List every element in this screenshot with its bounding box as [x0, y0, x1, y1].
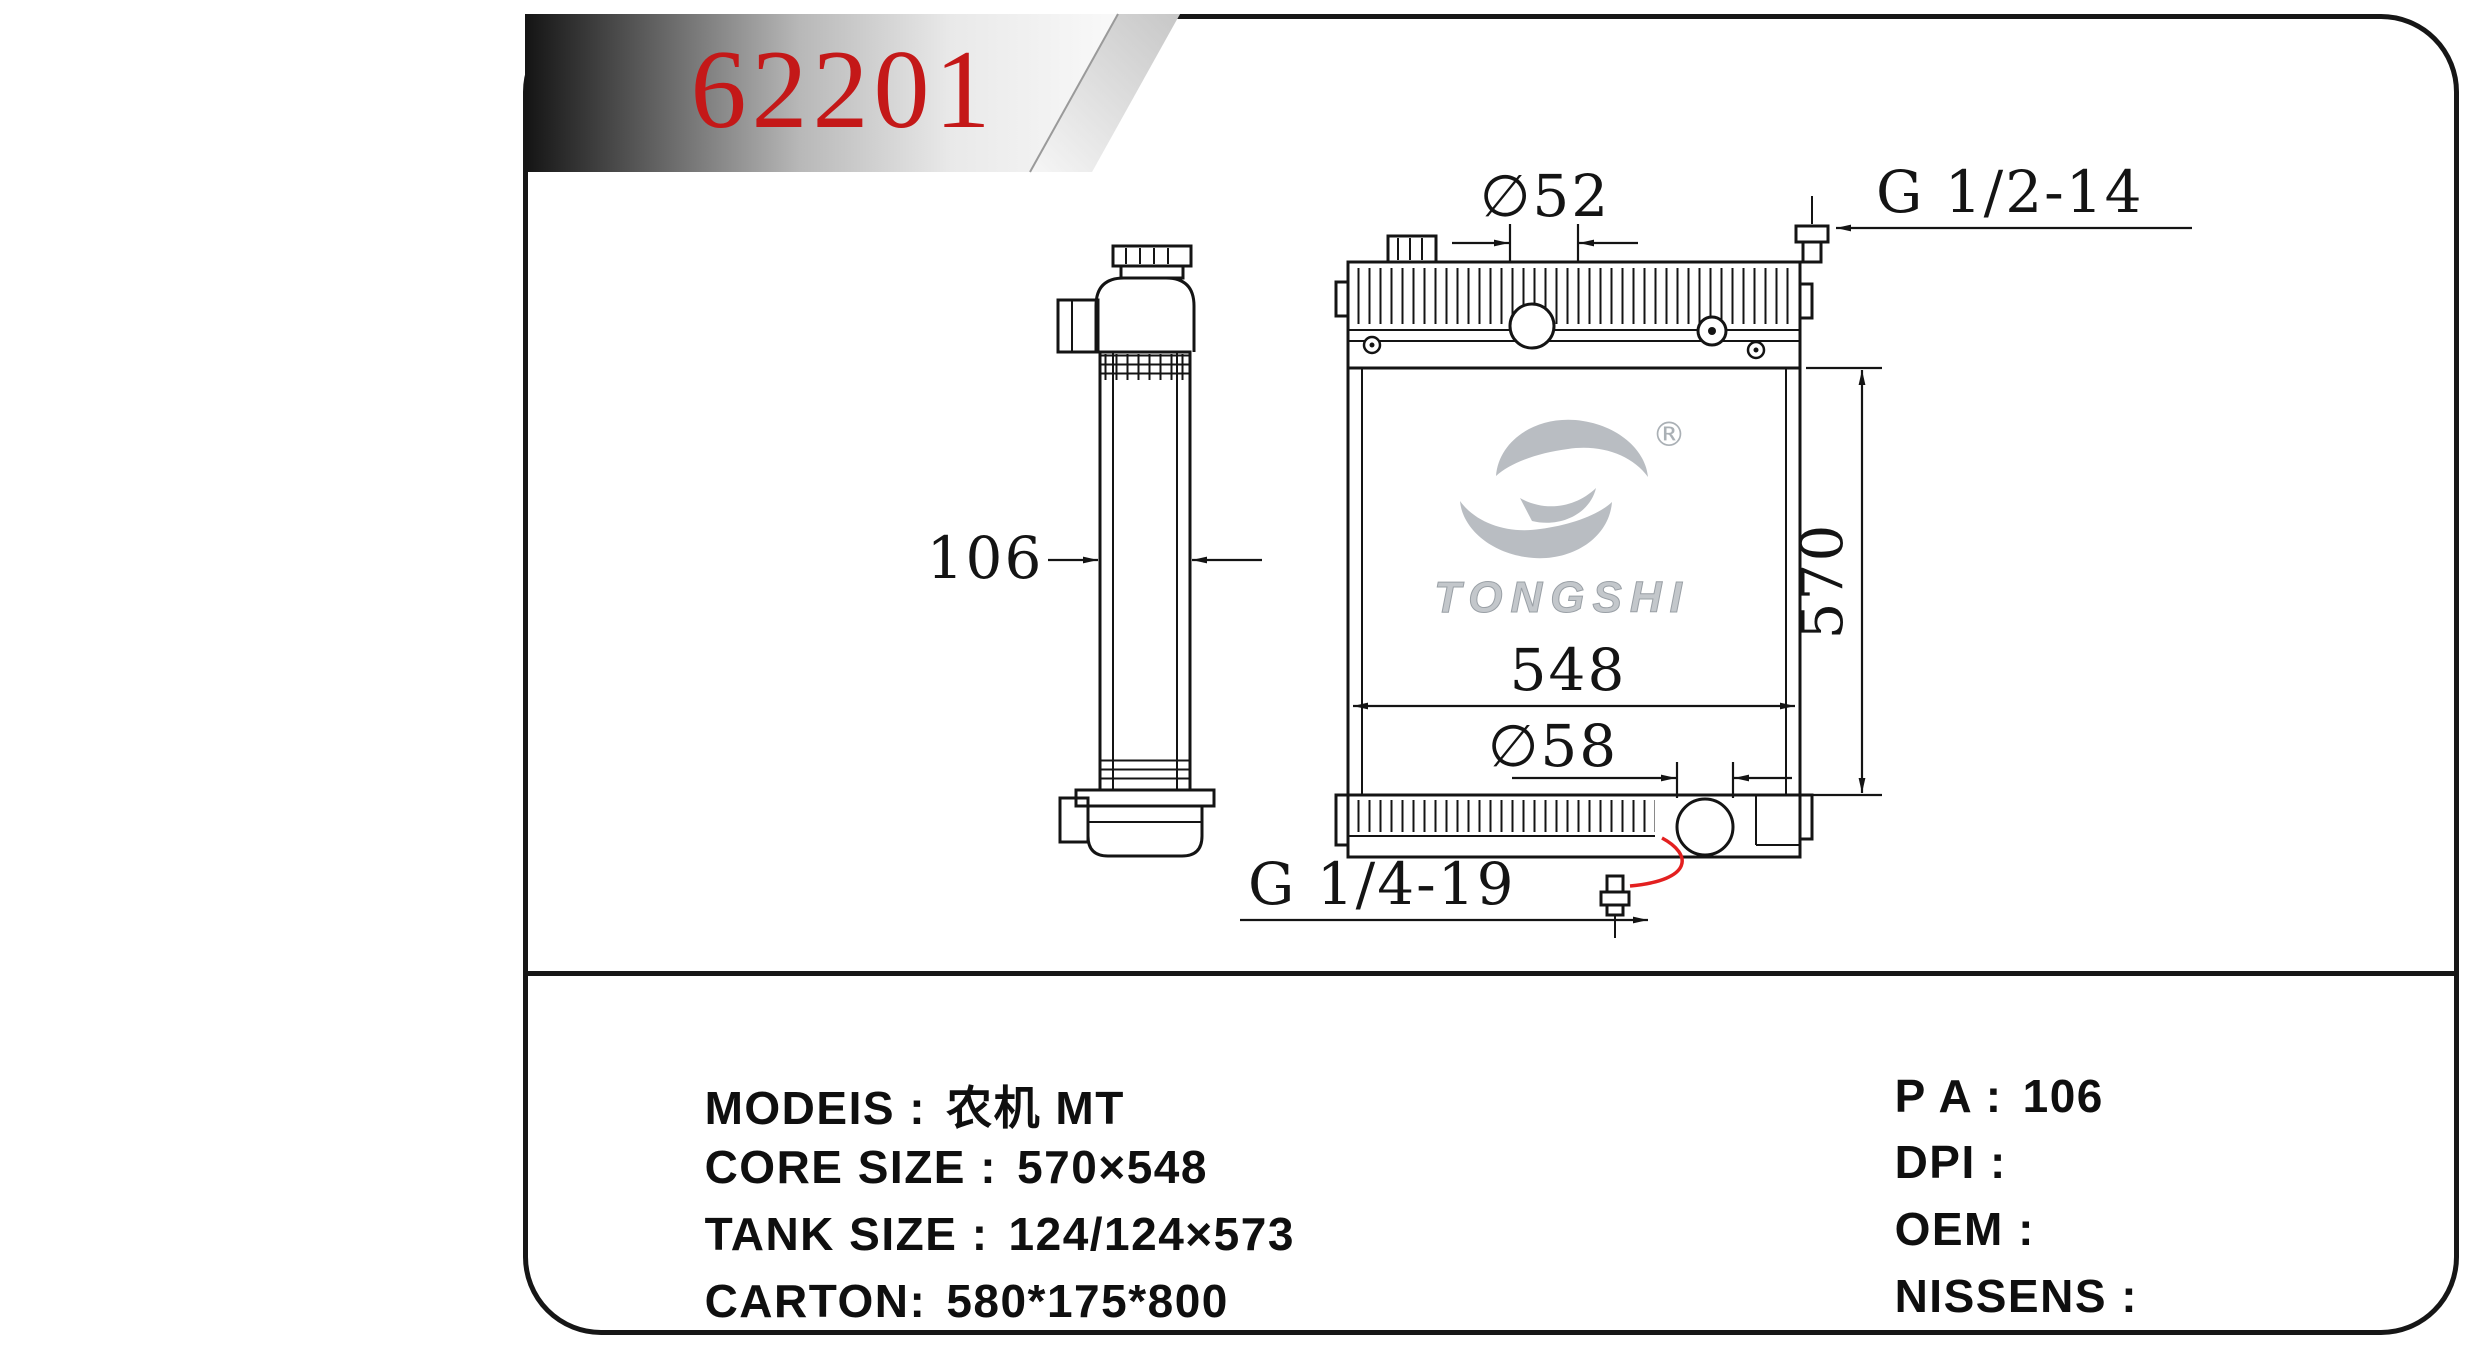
section-divider [525, 971, 2457, 976]
dim-outlet-diameter: ∅58 [1488, 712, 1618, 780]
spec-label: TANK SIZE : [704, 1208, 989, 1260]
side-top-tank [1094, 276, 1196, 352]
spec-model: MODEIS : 农机 MT [676, 1018, 1125, 1138]
spec-value: 570×548 [1017, 1141, 1208, 1193]
side-cap [1111, 244, 1193, 268]
logo-swoosh-bottom [1460, 501, 1612, 559]
spec-nissens: NISSENS : [1866, 1215, 2158, 1323]
bottom-right-tab [1798, 793, 1814, 841]
radiator-side-view [1056, 244, 1216, 858]
spec-label: CARTON: [704, 1275, 927, 1327]
spec-dpi: DPI : [1866, 1081, 2027, 1189]
part-number-banner [525, 13, 1180, 173]
dimensions: 106 ∅52 G 1/2-14 570 548 ∅58 G 1/4-19 [927, 158, 2192, 924]
spec-value: 124/124×573 [1008, 1208, 1295, 1260]
tongshi-logo: ® TONGSHI [1434, 415, 1690, 623]
spec-pa: P A : 106 [1866, 1015, 2104, 1123]
spec-oem: OEM : [1866, 1148, 2055, 1256]
logo-swoosh-top [1496, 419, 1648, 477]
side-inlet-stub [1056, 298, 1100, 354]
inlet-fitting [1794, 196, 1830, 264]
logo-swoosh-middle [1520, 488, 1596, 523]
spec-tank-size: TANK SIZE : 124/124×573 [676, 1153, 1295, 1261]
radiator-front-view [1334, 196, 1830, 938]
spec-label: DPI : [1894, 1136, 2007, 1188]
side-flange [1074, 788, 1216, 808]
spec-label: CORE SIZE : [704, 1141, 998, 1193]
dim-filler-diameter: ∅52 [1480, 162, 1610, 230]
dim-drain-thread: G 1/4-19 [1248, 850, 1516, 918]
spec-label: P A : [1894, 1070, 2003, 1122]
border-frame [523, 14, 2459, 1335]
left-tab [1334, 280, 1350, 318]
spec-core-size: CORE SIZE : 570×548 [676, 1086, 1208, 1194]
spec-label: MODEIS : [704, 1082, 927, 1134]
right-tab [1798, 282, 1814, 320]
registered-mark: ® [1652, 415, 1686, 455]
filler-cap [1386, 234, 1438, 264]
filler-neck [1508, 302, 1556, 350]
spec-carton: CARTON: 580*175*800 [676, 1220, 1229, 1328]
drain-plug [1599, 874, 1631, 938]
spec-label: NISSENS : [1894, 1270, 2139, 1322]
spec-value: 580*175*800 [946, 1275, 1229, 1327]
spec-value: 106 [2022, 1070, 2104, 1122]
drain-leader-red [1629, 836, 1684, 888]
logo-text: TONGSHI [1434, 573, 1690, 622]
outlet-port [1675, 797, 1735, 857]
spec-label: OEM : [1894, 1203, 2035, 1255]
side-bottom-tank [1086, 804, 1204, 858]
dim-core-height: 570 [1788, 523, 1856, 640]
dim-inlet-thread: G 1/2-14 [1876, 158, 2144, 226]
dim-core-width: 548 [1510, 636, 1627, 704]
spec-value: 农机 MT [946, 1082, 1125, 1134]
part-number: 62201 [690, 28, 996, 152]
dim-106: 106 [927, 524, 1044, 592]
bottom-left-tab [1334, 793, 1350, 847]
